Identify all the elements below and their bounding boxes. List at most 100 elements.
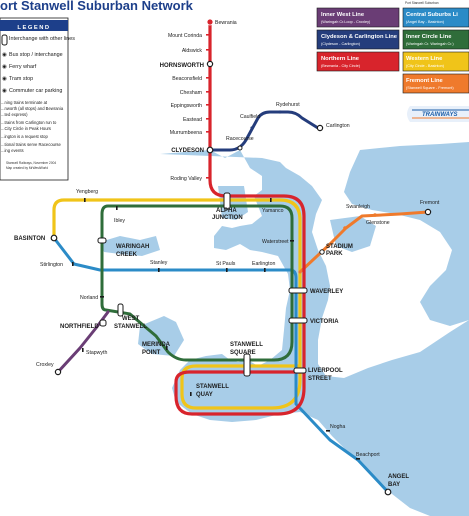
key-western[interactable]: Western Line (City Circle - Basinton) — [402, 51, 469, 72]
label-stanley: Stanley — [150, 260, 168, 266]
interchange-waringah-creek[interactable] — [97, 237, 107, 244]
commuter-car-parking-icon: ◉ — [2, 88, 7, 94]
tick-waterstreet[interactable] — [290, 240, 294, 242]
tick-beachport[interactable] — [356, 458, 360, 460]
label-beaconsfield: Beaconsfield — [172, 76, 202, 82]
interchange-liverpool-street[interactable] — [293, 367, 307, 374]
tick-norland[interactable] — [100, 296, 104, 298]
tick-stanley[interactable] — [158, 268, 160, 272]
legend-heading-bg — [0, 20, 68, 31]
interchange-angel-bay[interactable] — [384, 488, 392, 496]
svg-text:Northern Line: Northern Line — [321, 56, 360, 62]
legend-credit-1: Stanwell Railways, November 2004 — [6, 161, 56, 165]
tick-murrumbeena[interactable] — [206, 131, 210, 133]
interchange-stadium-park[interactable] — [319, 249, 325, 255]
tick-eppingsworth[interactable] — [206, 104, 210, 106]
west-river — [100, 236, 160, 256]
label-stadium-2: PARK — [326, 251, 343, 257]
label-alpha-1: ALPHA — [216, 208, 237, 214]
tick-yengberg[interactable] — [84, 198, 86, 202]
tick-swanleigh[interactable] — [343, 226, 347, 230]
label-basinton: BASINTON — [14, 236, 45, 242]
label-eastead: Eastead — [183, 117, 202, 123]
label-beachport: Beachport — [356, 452, 380, 458]
key-fremont[interactable]: Fremont Line (Stanwell Square - Fremont) — [402, 73, 469, 94]
label-roding-valley: Roding Valley — [170, 176, 202, 182]
interchange-croxley[interactable] — [54, 368, 62, 376]
legend-note-5: ...ington is a request stop — [1, 134, 48, 139]
interchange-stanwell-square[interactable] — [243, 353, 251, 377]
svg-text:(Waringah Cr. Waringah Cr.): (Waringah Cr. Waringah Cr.) — [406, 42, 454, 46]
label-caulfield: Caulfield — [240, 114, 260, 120]
east-ocean — [344, 142, 469, 326]
label-waterstreet: Waterstreet — [262, 239, 289, 245]
key-inner-circle[interactable]: Inner Circle Line (Waringah Cr. Waringah… — [402, 29, 469, 50]
label-norland: Norland — [80, 295, 98, 301]
svg-text:Inner Circle Line: Inner Circle Line — [406, 34, 452, 40]
label-carlington: Carlington — [326, 123, 350, 129]
tick-nogha[interactable] — [326, 430, 330, 432]
tick-caulfield[interactable] — [250, 126, 254, 130]
label-stanwell-square-1: STANWELL — [230, 342, 263, 348]
tick-earlington[interactable] — [264, 268, 266, 272]
interchange-alpha-junction[interactable] — [223, 192, 231, 210]
svg-text:Fremont Line: Fremont Line — [406, 78, 443, 84]
label-stanwell-quay-2: QUAY — [196, 392, 213, 398]
line-key: Inner West Line (Waringah Cr.Loop - Crox… — [316, 7, 469, 122]
interchange-carlington[interactable] — [316, 124, 324, 132]
merinda-bay — [138, 316, 184, 356]
label-angel-bay-2: BAY — [388, 482, 400, 488]
legend-item-interchange: Interchange with other lines — [9, 36, 75, 42]
tick-ibley[interactable] — [116, 206, 118, 210]
label-stanwell-square-2: SQUARE — [230, 350, 256, 356]
tick-beaconsfield[interactable] — [206, 77, 210, 79]
svg-text:Central Suburbs Li: Central Suburbs Li — [406, 12, 458, 18]
key-central-suburbs[interactable]: Central Suburbs Li (Angel Bay - Basinton… — [402, 7, 469, 28]
tick-stanwell-quay[interactable] — [190, 392, 192, 396]
tick-rydehurst[interactable] — [278, 110, 282, 114]
svg-text:Western Line: Western Line — [406, 56, 443, 62]
label-victoria: VICTORIA — [310, 319, 339, 325]
interchange-bewrania[interactable] — [206, 18, 214, 26]
tick-st-pauls[interactable] — [226, 268, 228, 272]
key-inner-west[interactable]: Inner West Line (Waringah Cr.Loop - Crox… — [316, 7, 400, 28]
interchange-racecourse[interactable] — [237, 145, 243, 151]
interchange-victoria[interactable] — [288, 317, 308, 324]
interchange-fremont[interactable] — [424, 208, 432, 216]
label-waverley: WAVERLEY — [310, 289, 343, 295]
label-stapwyth: Stapwyth — [86, 350, 107, 356]
interchange-hornsworth[interactable] — [206, 60, 214, 68]
legend-note-2: ...ted express) — [1, 112, 28, 117]
tick-yamanco[interactable] — [270, 198, 272, 202]
water-bodies — [100, 142, 469, 516]
interchange-basinton[interactable] — [50, 234, 58, 242]
interchange-clydeson[interactable] — [206, 146, 214, 154]
interchange-waverley[interactable] — [288, 287, 308, 294]
tick-eastead[interactable] — [206, 118, 210, 120]
key-clydeson-carlington[interactable]: Clydeson & Carlington Line (Clydeson - C… — [316, 29, 400, 50]
tick-merinda-point[interactable] — [166, 346, 168, 350]
interchange-icon — [1, 34, 8, 46]
tick-aldswick[interactable] — [206, 49, 210, 51]
label-fremont: Fremont — [420, 200, 440, 206]
clydeson-carlington-line — [208, 110, 320, 152]
tick-stapwyth[interactable] — [82, 348, 84, 352]
interchange-west-stanwell[interactable] — [117, 303, 124, 317]
key-northern[interactable]: Northern Line (Bewrania - City Circle) — [316, 51, 400, 72]
central-suburbs-line — [52, 236, 390, 494]
tick-glenstone[interactable] — [373, 213, 377, 217]
svg-text:TRAINWAYS: TRAINWAYS — [422, 112, 458, 118]
label-yamanco: Yamanco — [262, 208, 284, 214]
svg-text:(Clydeson - Carlington): (Clydeson - Carlington) — [321, 42, 361, 46]
svg-text:(Stanwell Square - Fremont): (Stanwell Square - Fremont) — [406, 86, 454, 90]
tick-stirlington[interactable] — [72, 262, 74, 266]
interchange-northfield[interactable] — [99, 319, 107, 327]
tick-roding-valley[interactable] — [206, 177, 210, 179]
label-glenstone: Glenstone — [366, 220, 390, 226]
label-stirlington: Stirlington — [40, 262, 63, 268]
legend-panel: LEGEND Interchange with other lines ◉ Bu… — [0, 17, 75, 181]
tick-chesham[interactable] — [206, 91, 210, 93]
tick-mount-corinda[interactable] — [206, 34, 210, 36]
label-clydeson: CLYDESON — [171, 148, 204, 154]
ferry-wharf-icon: ◉ — [2, 64, 7, 70]
